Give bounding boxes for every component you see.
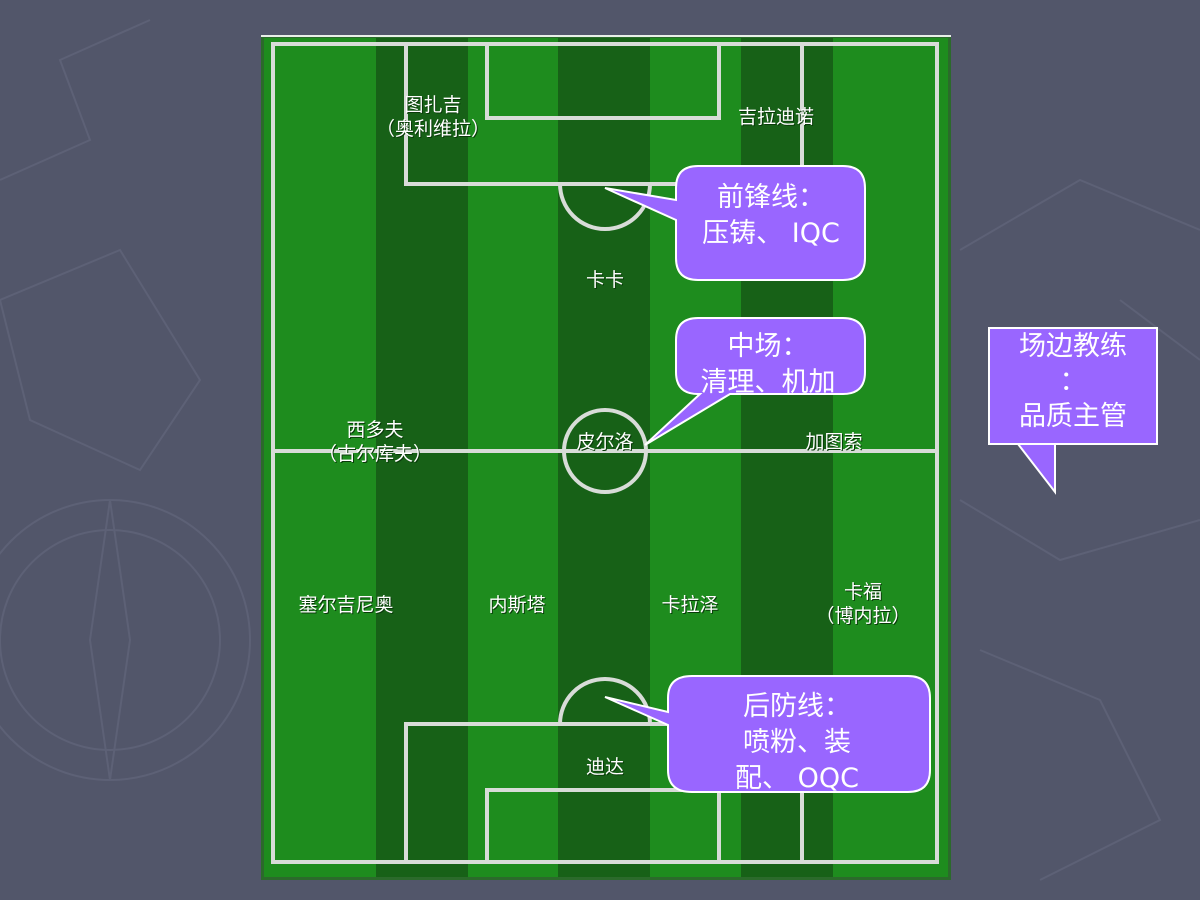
player-name: 加图索 — [805, 431, 863, 453]
midfield-callout-title: 中场： — [727, 331, 809, 362]
coach-callout-title: 场边教练 — [1019, 331, 1127, 362]
player-dida: 迪达 — [586, 755, 624, 779]
forward-callout-title: 前锋线： — [717, 182, 825, 213]
player-tuzaji: 图扎吉 （奥利维拉） — [376, 93, 490, 141]
player-substitute: （奥利维拉） — [375, 118, 491, 140]
player-kalaze: 卡拉泽 — [661, 593, 718, 617]
forward-callout-shape — [604, 165, 866, 281]
player-name: 迪达 — [585, 756, 625, 778]
player-name: 卡卡 — [585, 269, 625, 291]
player-name: 塞尔吉尼奥 — [298, 594, 394, 616]
defense-callout-text-cont: 配、 OQC — [735, 763, 859, 794]
midfield-callout-shape — [644, 317, 866, 446]
forward-callout-text: 压铸、 IQC — [702, 218, 840, 249]
player-piernuo: 皮尔洛 — [576, 430, 633, 454]
player-substitute: （博内拉） — [815, 605, 911, 627]
coach-callout-colon: ： — [1059, 366, 1087, 397]
coach-callout: 场边教练 ： 品质主管 — [988, 327, 1158, 445]
player-substitute: （古尔库夫） — [317, 443, 433, 465]
player-saierjinio: 塞尔吉尼奥 — [298, 593, 393, 617]
defense-callout-shape — [604, 675, 931, 793]
player-name: 吉拉迪诺 — [737, 106, 815, 128]
player-kafu: 卡福 （博内拉） — [815, 580, 910, 628]
player-name: 内斯塔 — [488, 594, 546, 616]
player-jiladinuo: 吉拉迪诺 — [738, 105, 814, 129]
player-name: 西多夫 — [346, 419, 404, 441]
player-name: 皮尔洛 — [576, 431, 634, 453]
defense-callout: 后防线： 喷粉、装 配、 OQC — [712, 689, 882, 797]
midfield-callout: 中场： 清理、机加 — [683, 329, 853, 401]
player-jiatusuo: 加图索 — [805, 430, 862, 454]
midfield-callout-text: 清理、机加 — [700, 367, 836, 398]
player-xiduofu: 西多夫 （古尔库夫） — [318, 418, 432, 466]
player-name: 卡福 — [843, 581, 883, 603]
player-kaka: 卡卡 — [586, 268, 624, 292]
coach-callout-pointer — [1015, 443, 1056, 495]
defense-callout-title: 后防线： — [743, 691, 851, 722]
defense-callout-text: 喷粉、装 — [743, 727, 851, 758]
coach-callout-text: 品质主管 — [1019, 401, 1127, 432]
player-name: 卡拉泽 — [661, 594, 719, 616]
player-neisita: 内斯塔 — [488, 593, 545, 617]
forward-callout: 前锋线： 压铸、 IQC — [686, 180, 856, 252]
player-name: 图扎吉 — [404, 94, 462, 116]
